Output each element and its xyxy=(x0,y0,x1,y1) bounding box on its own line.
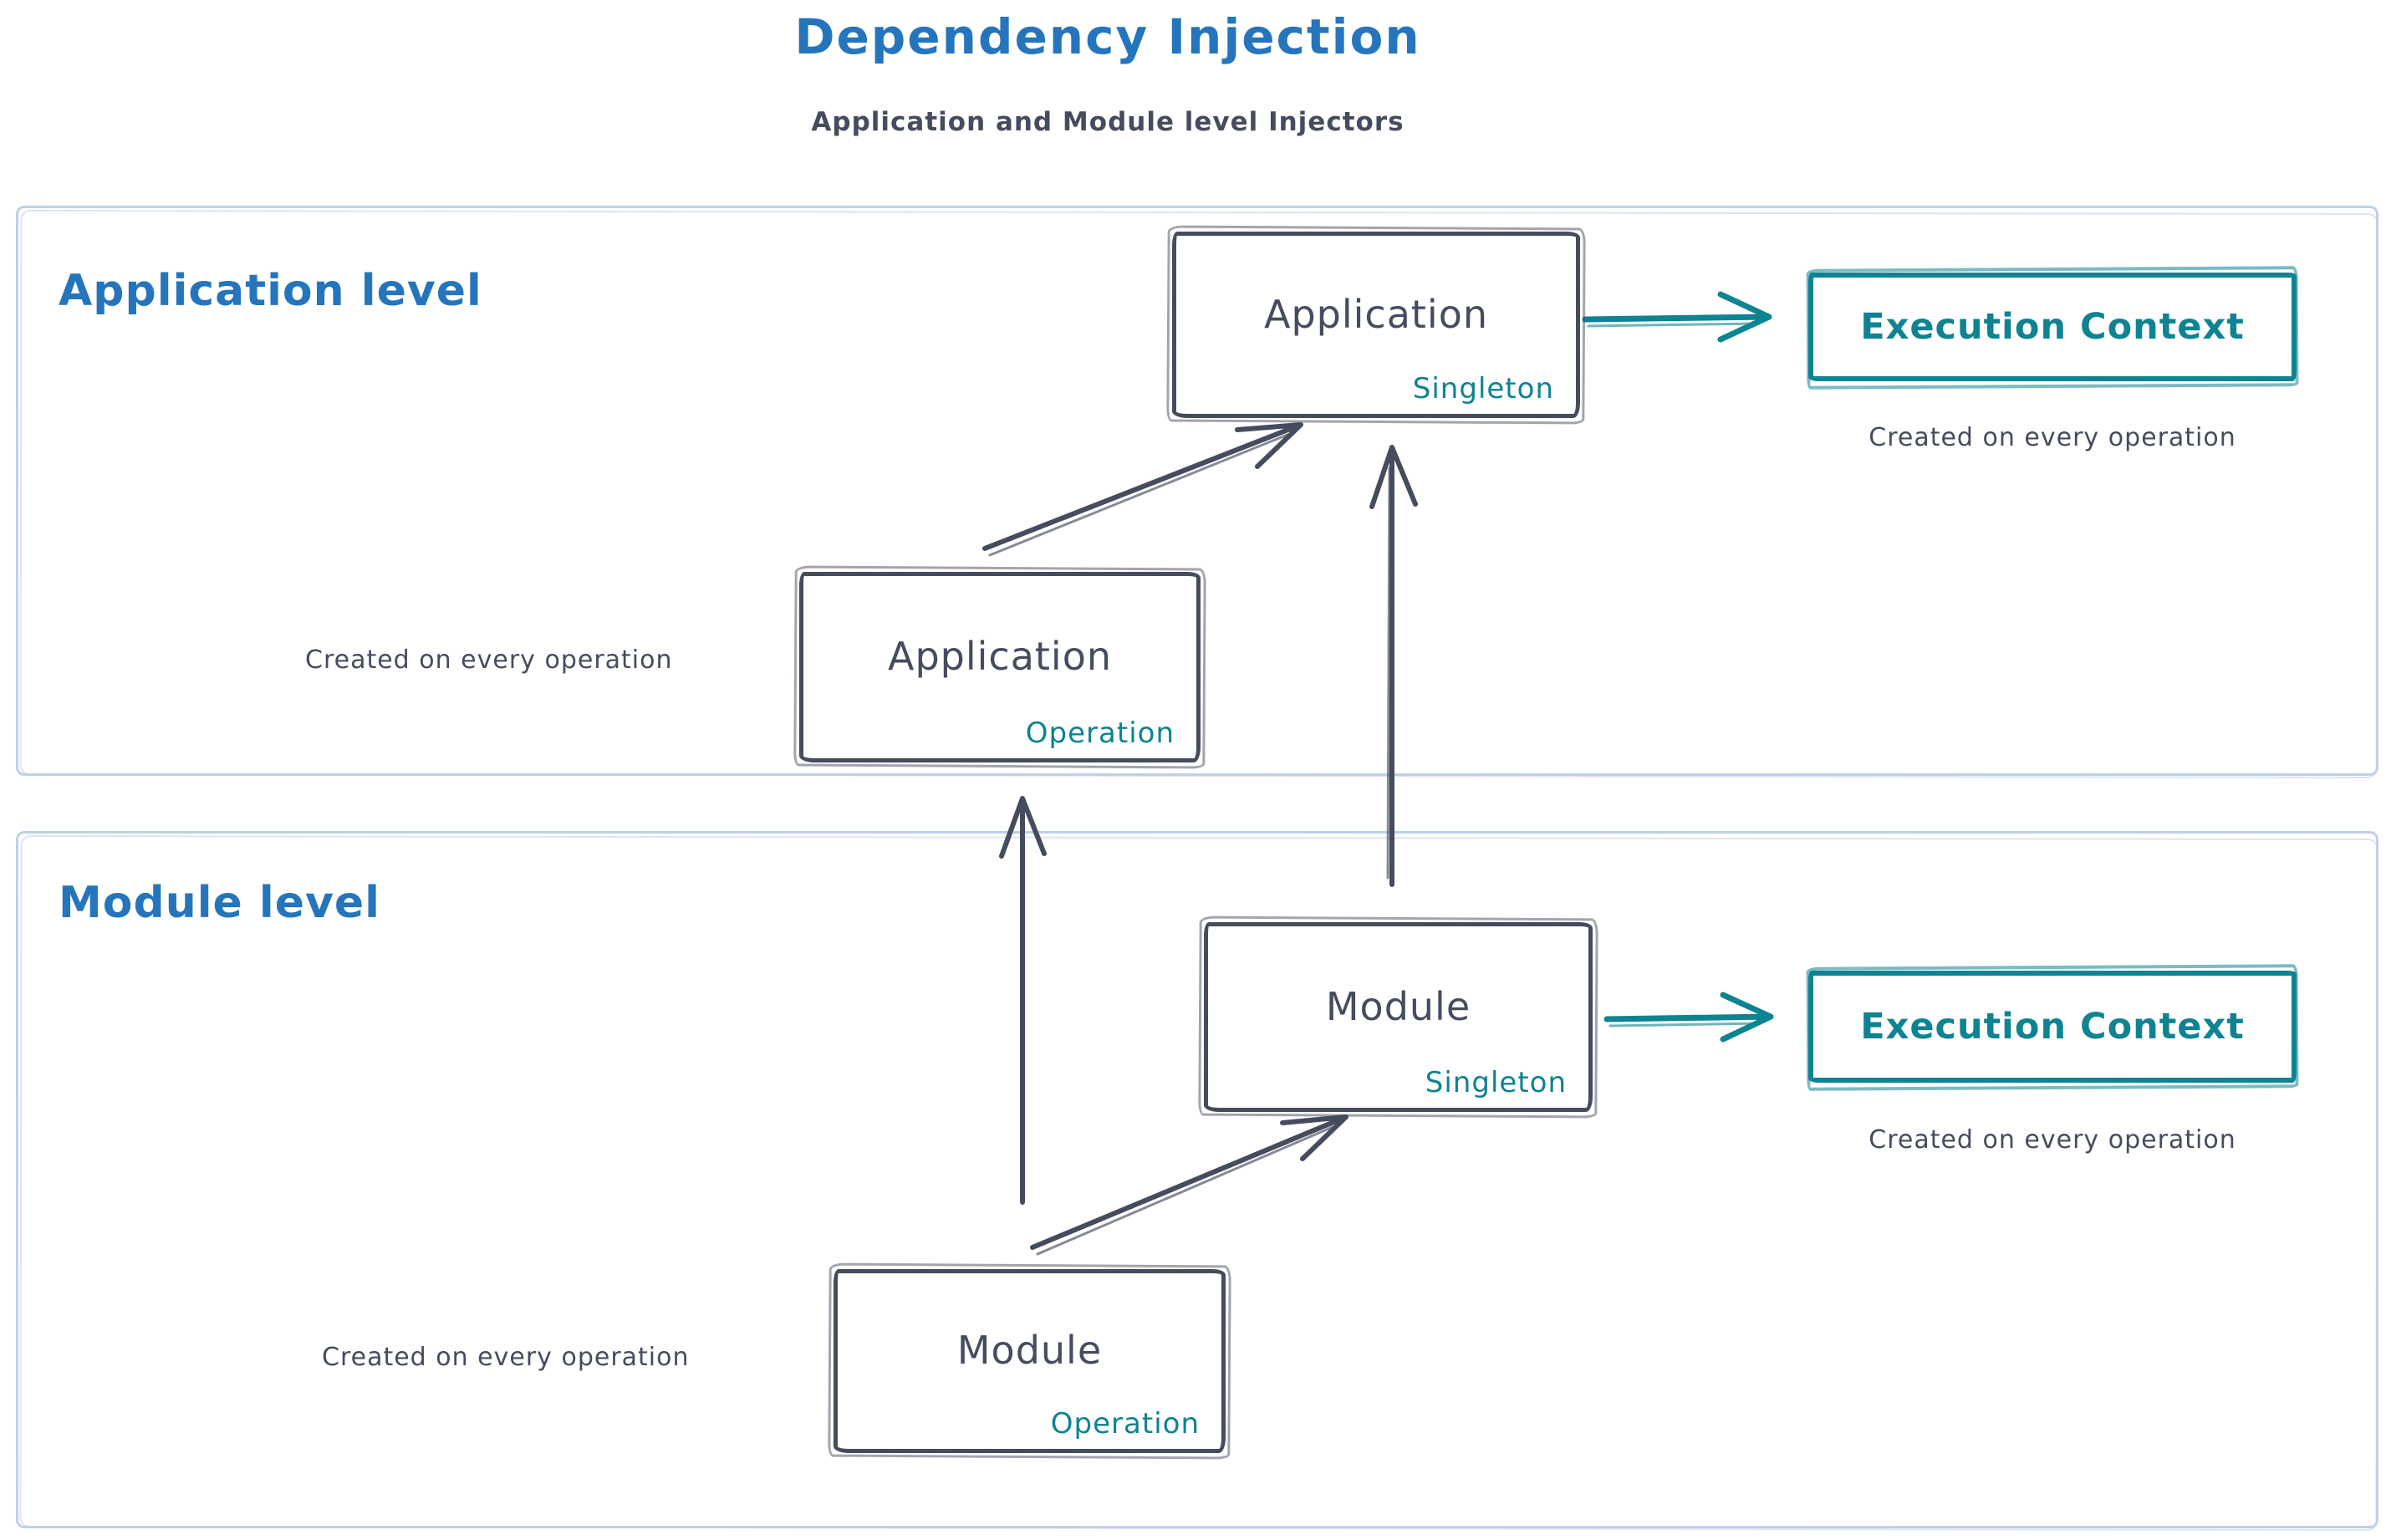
application-level-container xyxy=(16,206,2378,776)
module-execution-context-box: Execution Context xyxy=(1808,971,2297,1083)
module-operation-scope: Operation xyxy=(1050,1407,1200,1441)
application-singleton-box: Application Singleton xyxy=(1172,232,1580,418)
application-singleton-label: Application xyxy=(1263,291,1489,337)
module-singleton-box: Module Singleton xyxy=(1204,922,1593,1112)
module-execution-context-label: Execution Context xyxy=(1860,1006,2245,1048)
application-operation-caption: Created on every operation xyxy=(305,645,673,675)
module-level-container xyxy=(16,831,2378,1528)
module-level-label: Module level xyxy=(59,878,380,928)
page-title: Dependency Injection xyxy=(794,8,1421,65)
page-subtitle: Application and Module level Injectors xyxy=(811,107,1405,137)
module-singleton-label: Module xyxy=(1325,983,1471,1029)
application-level-label: Application level xyxy=(59,266,482,316)
module-singleton-scope: Singleton xyxy=(1425,1066,1567,1099)
application-execution-context-caption: Created on every operation xyxy=(1869,423,2236,452)
module-operation-label: Module xyxy=(956,1328,1103,1373)
application-singleton-scope: Singleton xyxy=(1412,372,1554,405)
module-execution-context-caption: Created on every operation xyxy=(1869,1125,2236,1155)
application-operation-scope: Operation xyxy=(1025,716,1175,750)
application-operation-box: Application Operation xyxy=(799,572,1201,762)
module-operation-box: Module Operation xyxy=(834,1269,1226,1453)
application-operation-label: Application xyxy=(887,634,1113,679)
module-operation-caption: Created on every operation xyxy=(322,1343,690,1372)
application-execution-context-label: Execution Context xyxy=(1860,306,2245,348)
application-execution-context-box: Execution Context xyxy=(1808,273,2297,381)
